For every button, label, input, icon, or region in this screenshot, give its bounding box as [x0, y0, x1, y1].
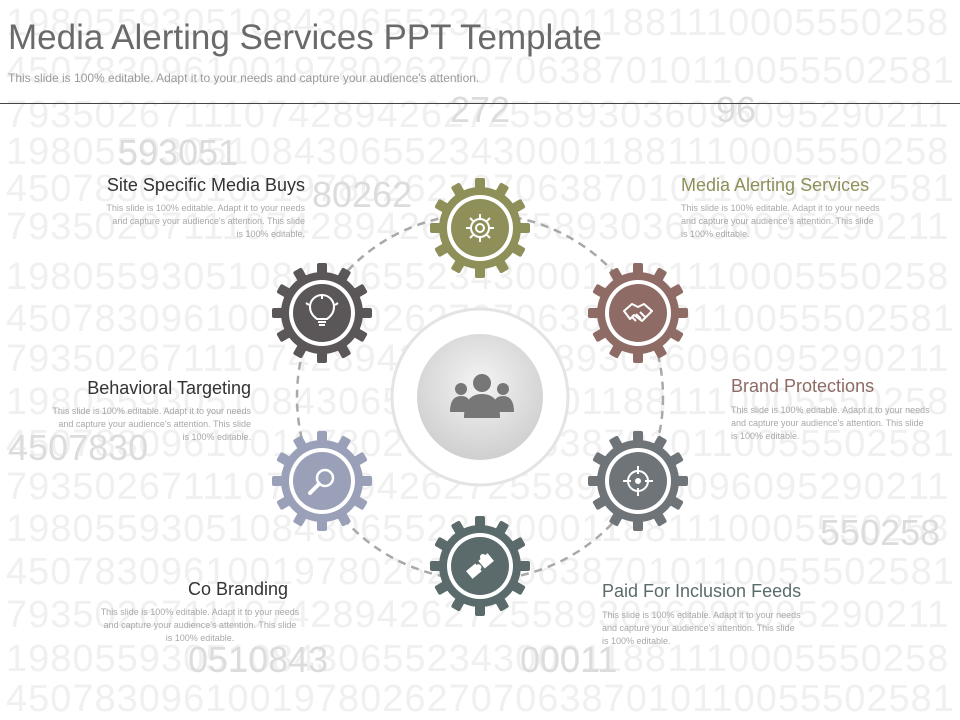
- bg-highlight-number: 80262: [312, 174, 413, 215]
- gear-handshake: [588, 263, 688, 363]
- lightbulb-icon: [305, 294, 339, 326]
- site-specific-title: Site Specific Media Buys: [106, 175, 305, 195]
- gear-lightbulb: [272, 263, 372, 363]
- gear-magnifier: [272, 431, 372, 531]
- brand-protections-desc: This slide is 100% editable. Adapt it to…: [731, 405, 930, 441]
- paid-inclusion-desc: This slide is 100% editable. Adapt it to…: [602, 610, 801, 646]
- slide-title: Media Alerting Services PPT Template: [8, 18, 602, 57]
- media-alerting-title: Media Alerting Services: [681, 175, 870, 195]
- site-specific-desc: This slide is 100% editable. Adapt it to…: [106, 203, 305, 239]
- bg-highlight-number: 0510843: [188, 639, 329, 680]
- people-group-icon: [450, 374, 514, 418]
- magnifier-icon: [308, 468, 335, 495]
- bg-highlight-number: 4507830: [8, 427, 149, 468]
- bg-row: 4507830961001978026270706387010110055502…: [6, 50, 955, 92]
- bg-highlight-number: 96: [716, 89, 757, 130]
- co-branding-desc: This slide is 100% editable. Adapt it to…: [100, 607, 300, 643]
- brand-protections-title: Brand Protections: [731, 376, 875, 396]
- header-divider: [0, 103, 960, 104]
- behavioral-title: Behavioral Targeting: [87, 378, 251, 398]
- bg-row: 4507830961001978026270706387010110055502…: [6, 678, 955, 720]
- slide-subtitle: This slide is 100% editable. Adapt it to…: [8, 71, 480, 85]
- paid-inclusion-title: Paid For Inclusion Feeds: [602, 581, 802, 601]
- gear-icon: [466, 214, 494, 242]
- behavioral-desc: This slide is 100% editable. Adapt it to…: [52, 406, 251, 442]
- gear-target: [588, 431, 688, 531]
- puzzle-icon: [466, 553, 494, 579]
- bg-highlight-number: 550258: [820, 512, 941, 553]
- co-branding-title: Co Branding: [187, 579, 289, 599]
- bg-row: 7935026711107428942627255893036096095290…: [6, 94, 950, 136]
- bg-highlight-number: 272: [450, 89, 511, 130]
- center-hub: [390, 307, 570, 487]
- bg-row: 1980559305108430655234300011881110005550…: [6, 131, 950, 173]
- gear-media-alerting: [430, 178, 530, 278]
- bg-row: 1980559305108430655234300011881110005550…: [6, 638, 950, 680]
- gear-puzzle: [430, 516, 530, 616]
- handshake-icon: [623, 303, 653, 322]
- bg-highlight-number: 00011: [520, 639, 618, 680]
- target-icon: [623, 466, 653, 496]
- bg-highlight-number: 593051: [118, 132, 239, 173]
- media-alerting-desc: This slide is 100% editable. Adapt it to…: [681, 203, 880, 239]
- bg-row: 1980559305108430655234300011881110005550…: [6, 2, 950, 44]
